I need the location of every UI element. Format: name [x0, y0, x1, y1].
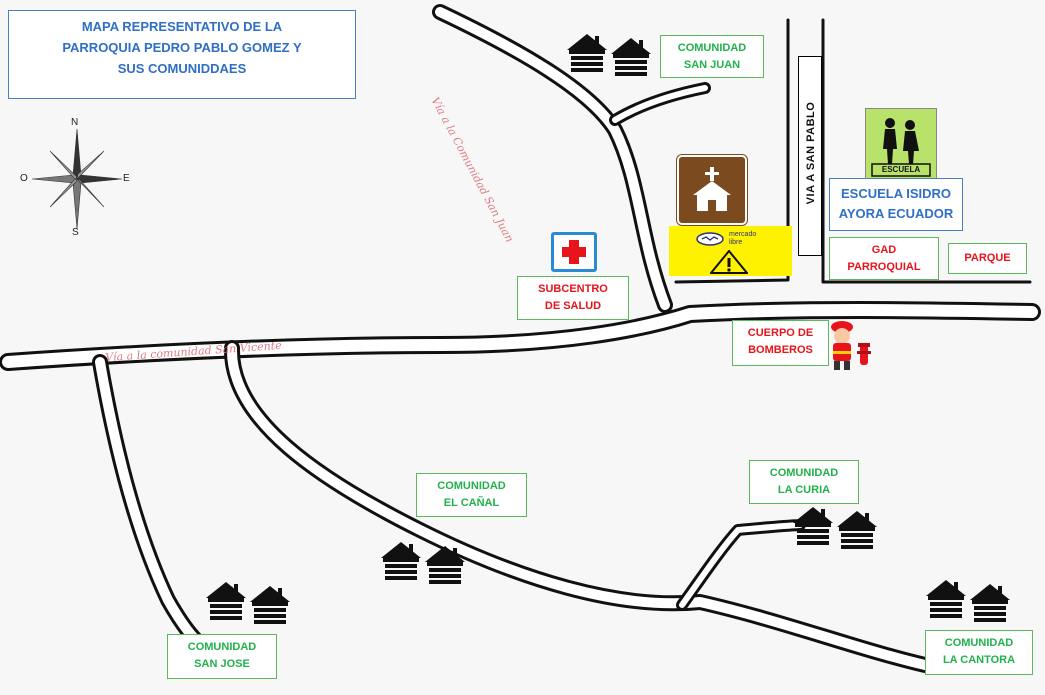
compass-south: S [72, 227, 79, 238]
community-la-curia-label: COMUNIDAD LA CURIA [749, 460, 859, 504]
compass-rose: N S E O [20, 117, 135, 238]
parque-label: PARQUE [948, 243, 1027, 274]
via-san-pablo-sign: VIA A SAN PABLO [798, 56, 822, 256]
escuela-sign-text: ESCUELA [881, 165, 921, 174]
bomberos-label: CUERPO DE BOMBEROS [732, 320, 829, 366]
first-aid-icon [551, 232, 597, 272]
compass-east: E [123, 173, 130, 184]
mercado-libre-label: mercado libre [729, 231, 757, 246]
houses-icon-la-cantora [926, 580, 1010, 622]
compass-rose-icon [32, 129, 122, 229]
via-san-pablo-label: VIA A SAN PABLO [805, 101, 817, 205]
church-icon [677, 155, 747, 225]
map-title-line2: PARROQUIA PEDRO PABLO GOMEZ Y [62, 39, 302, 55]
community-san-jose-label: COMUNIDAD SAN JOSE [167, 634, 277, 679]
community-el-canal-label: COMUNIDAD EL CAÑAL [416, 473, 527, 517]
community-la-cantora-label: COMUNIDAD LA CANTORA [925, 630, 1033, 675]
school-crossing-icon: ESCUELA [865, 108, 937, 180]
escuela-label: ESCUELA ISIDRO AYORA ECUADOR [829, 178, 963, 231]
compass-west: O [20, 173, 28, 184]
warning-icon [710, 250, 748, 274]
mercado-libre-logo-icon [696, 232, 724, 246]
map-title-line3: SUS COMUNIDDAES [117, 60, 247, 76]
community-san-juan-label: COMUNIDAD SAN JUAN [660, 35, 764, 78]
compass-north: N [71, 117, 79, 128]
firefighter-icon [831, 321, 871, 370]
map-title: MAPA REPRESENTATIVO DE LA PARROQUIA PEDR… [8, 10, 356, 99]
houses-icon-la-curia [793, 507, 877, 549]
houses-icon-san-juan [567, 34, 651, 76]
houses-icon-el-canal [381, 542, 465, 584]
houses-icon-san-jose [206, 582, 290, 624]
road-la-curia [676, 519, 806, 611]
mercado-libre-sign: mercado libre [669, 226, 792, 276]
gad-parroquial-label: GAD PARROQUIAL [829, 237, 939, 280]
map-title-line1: MAPA REPRESENTATIVO DE LA [81, 19, 283, 34]
subcentro-salud-label: SUBCENTRO DE SALUD [517, 276, 629, 320]
